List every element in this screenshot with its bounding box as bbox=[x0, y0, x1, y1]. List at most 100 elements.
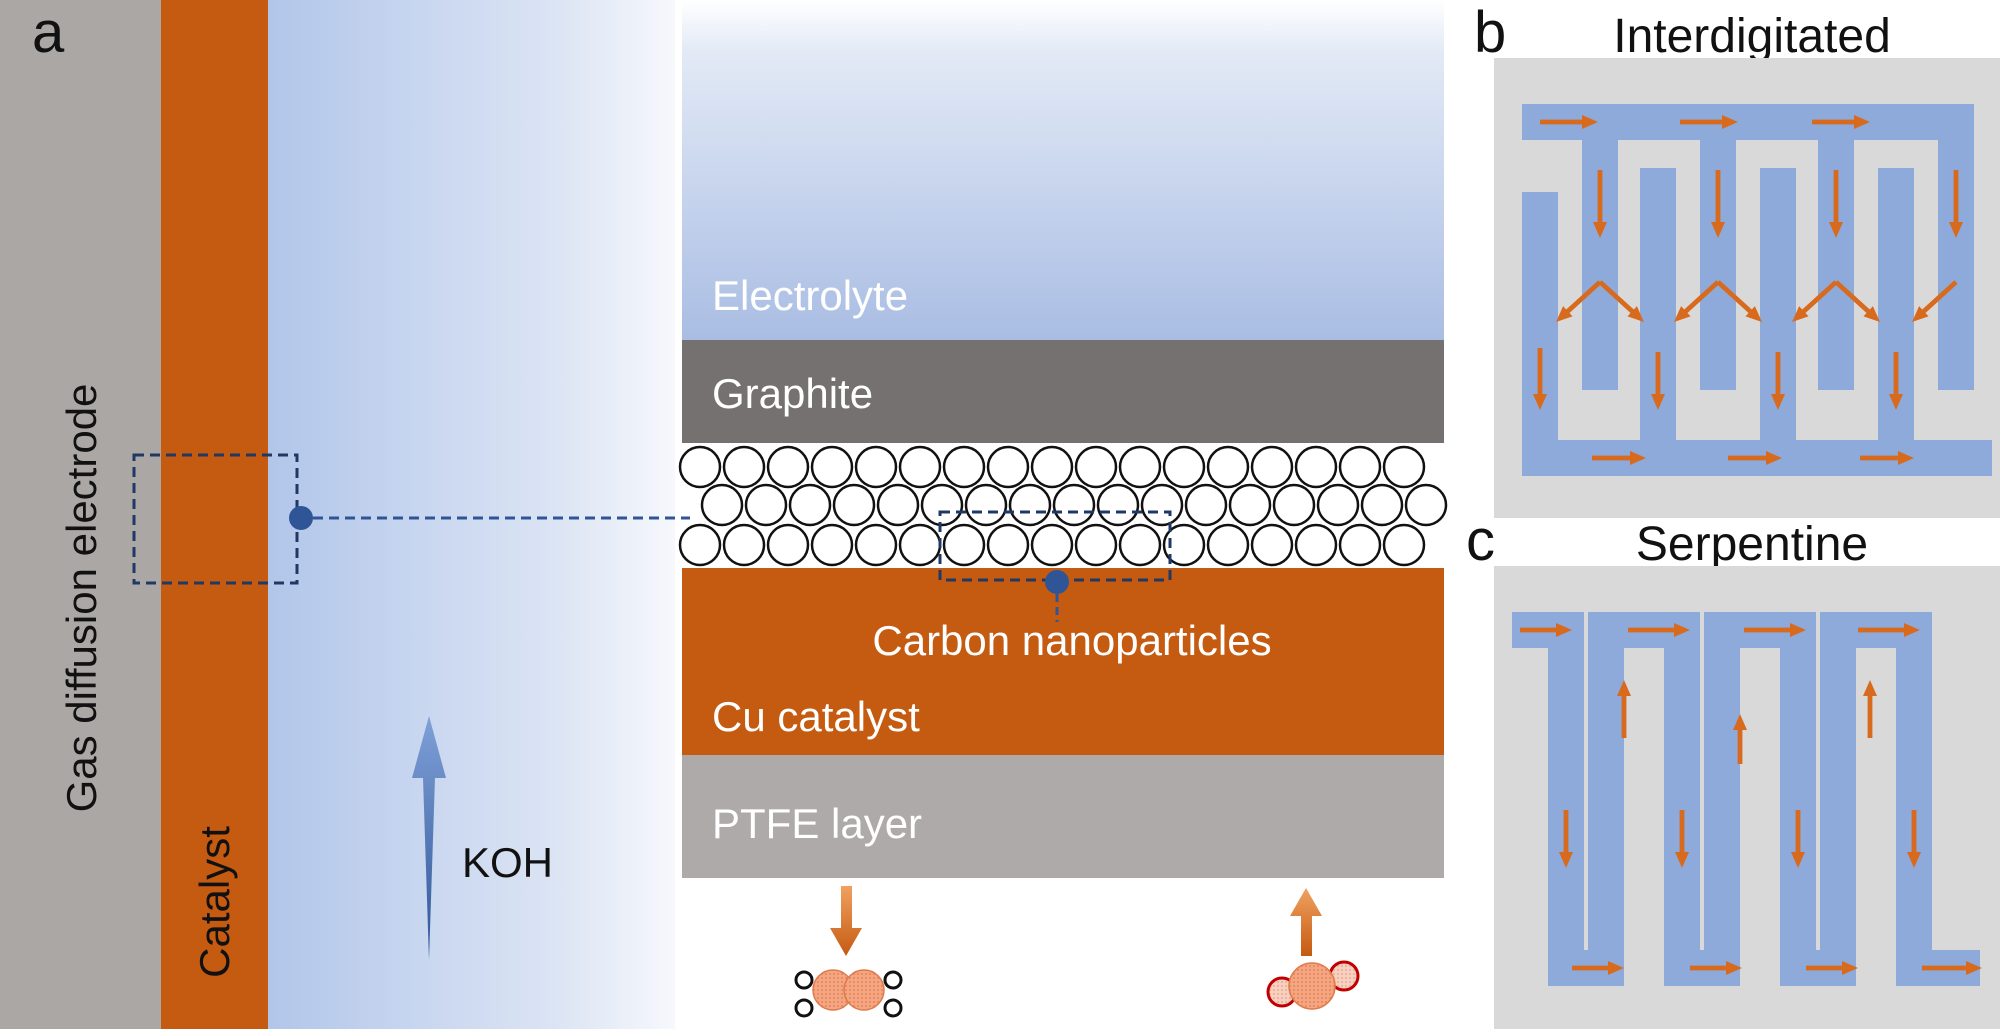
flow-arrow bbox=[1617, 680, 1631, 738]
nanoparticle bbox=[1250, 445, 1294, 489]
panel-b-letter: b bbox=[1474, 0, 1506, 65]
graphite-label: Graphite bbox=[712, 370, 873, 417]
flow-arrow bbox=[1792, 280, 1838, 322]
flow-arrow bbox=[1728, 451, 1782, 465]
nanoparticle bbox=[1030, 523, 1074, 567]
nanoparticle bbox=[1404, 483, 1448, 527]
panel-b-title: Interdigitated bbox=[1613, 10, 1891, 63]
flow-arrow bbox=[1858, 623, 1920, 637]
nanoparticle bbox=[1228, 483, 1272, 527]
flow-channel bbox=[1582, 104, 1618, 390]
nanoparticle bbox=[1206, 523, 1250, 567]
electrolyte-side-region bbox=[268, 0, 675, 1029]
flow-channel bbox=[1700, 104, 1736, 390]
flow-channel bbox=[1878, 168, 1914, 476]
nanoparticle bbox=[1360, 483, 1404, 527]
nanoparticle bbox=[854, 445, 898, 489]
serpentine-flow-arrows bbox=[1520, 623, 1982, 975]
nanoparticle bbox=[722, 523, 766, 567]
nanoparticle bbox=[1338, 523, 1382, 567]
nanoparticle bbox=[1184, 483, 1228, 527]
catalyst-strip bbox=[161, 0, 268, 1029]
nanoparticle bbox=[1074, 445, 1118, 489]
flow-arrow bbox=[1806, 961, 1858, 975]
nanoparticle bbox=[942, 523, 986, 567]
flow-arrow bbox=[1680, 115, 1738, 129]
nanoparticle bbox=[1162, 523, 1206, 567]
nanoparticle bbox=[1052, 483, 1096, 527]
koh-arrow bbox=[412, 716, 446, 960]
flow-arrow bbox=[1907, 810, 1921, 868]
gde-label: Gas diffusion electrode bbox=[58, 384, 105, 813]
koh-label: KOH bbox=[462, 839, 553, 886]
flow-arrow bbox=[1834, 280, 1880, 322]
flow-channel bbox=[1938, 104, 1974, 390]
cu-catalyst-layer bbox=[682, 568, 1444, 755]
flow-arrow bbox=[1533, 348, 1547, 410]
ptfe-label: PTFE layer bbox=[712, 800, 922, 847]
flow-arrow bbox=[1744, 623, 1806, 637]
flow-arrow bbox=[1520, 623, 1572, 637]
ethylene-molecule-icon bbox=[794, 969, 903, 1018]
nanoparticle bbox=[1096, 483, 1140, 527]
flow-arrow bbox=[1674, 280, 1720, 322]
nanoparticle bbox=[986, 445, 1030, 489]
flow-arrow bbox=[1829, 170, 1843, 238]
flow-arrow bbox=[1592, 451, 1646, 465]
flow-arrow bbox=[1559, 810, 1573, 868]
graphite-layer bbox=[682, 340, 1444, 443]
nanoparticle bbox=[700, 483, 744, 527]
nanoparticle bbox=[678, 523, 722, 567]
nanoparticle bbox=[898, 523, 942, 567]
nanoparticle bbox=[1118, 445, 1162, 489]
nanoparticle bbox=[1074, 523, 1118, 567]
flow-arrow bbox=[1771, 352, 1785, 410]
nanoparticle bbox=[964, 483, 1008, 527]
carbon-nanoparticles bbox=[678, 445, 1448, 567]
flow-arrow bbox=[1711, 170, 1725, 238]
nanoparticle bbox=[1382, 445, 1426, 489]
flow-arrow bbox=[1556, 280, 1602, 322]
nanoparticle bbox=[766, 445, 810, 489]
zoom-connector-dot-left bbox=[289, 506, 313, 530]
nanoparticle bbox=[854, 523, 898, 567]
panel-c-title: Serpentine bbox=[1636, 518, 1868, 571]
nanoparticle bbox=[1206, 445, 1250, 489]
zoom-box-nanoparticles bbox=[938, 510, 1172, 582]
flow-channel bbox=[1818, 104, 1854, 390]
flow-arrow bbox=[1598, 280, 1644, 322]
flow-channel bbox=[1760, 168, 1796, 476]
flow-channel bbox=[1640, 168, 1676, 476]
flow-arrow bbox=[1922, 961, 1982, 975]
nanoparticle bbox=[810, 523, 854, 567]
gde-strip bbox=[0, 0, 161, 1029]
flow-arrow bbox=[1572, 961, 1624, 975]
flow-arrow bbox=[1812, 115, 1870, 129]
flow-arrow bbox=[1540, 115, 1598, 129]
nanoparticle bbox=[832, 483, 876, 527]
nanoparticle bbox=[744, 483, 788, 527]
panel-c-letter: c bbox=[1466, 508, 1495, 573]
nanoparticle bbox=[788, 483, 832, 527]
nanoparticle bbox=[810, 445, 854, 489]
flow-arrow bbox=[1651, 352, 1665, 410]
catalyst-label: Catalyst bbox=[191, 826, 238, 978]
gas-out-arrow bbox=[1290, 888, 1322, 956]
nanoparticle bbox=[942, 445, 986, 489]
nanoparticle bbox=[766, 523, 810, 567]
interdigitated-flow-arrows bbox=[1533, 115, 1963, 465]
flow-arrow bbox=[1949, 170, 1963, 238]
nanoparticle bbox=[1272, 483, 1316, 527]
nanoparticle bbox=[1338, 445, 1382, 489]
panel-b: b Interdigitated bbox=[1474, 0, 2000, 518]
nanoparticle bbox=[1162, 445, 1206, 489]
flow-arrow bbox=[1733, 714, 1747, 764]
nanoparticle bbox=[1316, 483, 1360, 527]
nanoparticle bbox=[876, 483, 920, 527]
cu-catalyst-label: Cu catalyst bbox=[712, 693, 920, 740]
zoom-connector-dot-bottom bbox=[1045, 570, 1069, 594]
nanoparticle bbox=[1030, 445, 1074, 489]
nanoparticle bbox=[1250, 523, 1294, 567]
flow-channel bbox=[1522, 192, 1558, 476]
